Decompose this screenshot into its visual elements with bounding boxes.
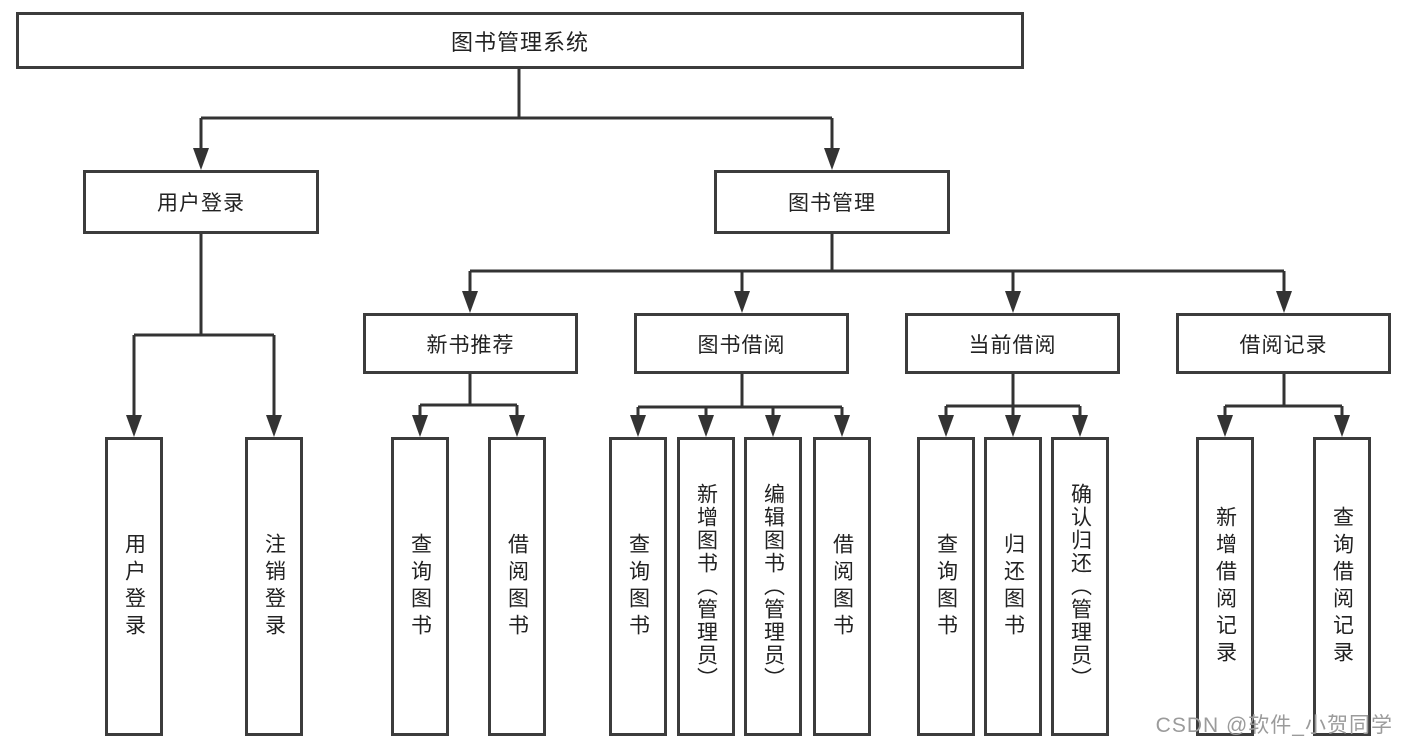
leaf-add-borrow-record: 新增借阅记录 (1196, 437, 1254, 736)
leaf-user-login: 用户登录 (105, 437, 163, 736)
arrowheads (126, 148, 1350, 437)
node-label: 查询图书 (408, 532, 432, 641)
node-label: 注销登录 (262, 532, 286, 641)
node-label: 借阅图书 (505, 532, 529, 641)
leaf-edit-book-admin: 编辑图书（管理员） (744, 437, 802, 736)
leaf-query-books-2: 查询图书 (609, 437, 667, 736)
node-label: 新增图书（管理员） (694, 483, 718, 690)
watermark: CSDN @软件_小贺同学 (1155, 714, 1393, 737)
node-label: 用户登录 (122, 532, 146, 641)
node-label: 查询借阅记录 (1330, 505, 1354, 668)
node-label: 图书管理 (788, 192, 876, 215)
leaf-confirm-return-admin: 确认归还（管理员） (1051, 437, 1109, 736)
node-label: 归还图书 (1001, 532, 1025, 641)
node-user-login: 用户登录 (83, 170, 319, 234)
node-book-borrow: 图书借阅 (634, 313, 849, 374)
node-label: 用户登录 (157, 192, 245, 215)
node-borrow-records: 借阅记录 (1176, 313, 1391, 374)
node-label: 查询图书 (934, 532, 958, 641)
node-label: 确认归还（管理员） (1068, 483, 1092, 690)
node-label: 查询图书 (626, 532, 650, 641)
node-label: 借阅记录 (1239, 333, 1328, 357)
leaf-query-borrow-record: 查询借阅记录 (1313, 437, 1371, 736)
node-library-management-system: 图书管理系统 (16, 12, 1024, 69)
leaf-query-books-3: 查询图书 (917, 437, 975, 736)
node-label: 当前借阅 (968, 333, 1057, 357)
node-label: 编辑图书（管理员） (761, 483, 785, 690)
node-label: 新增借阅记录 (1213, 505, 1237, 668)
leaf-query-books-1: 查询图书 (391, 437, 449, 736)
leaf-borrow-books-1: 借阅图书 (488, 437, 546, 736)
leaf-return-books: 归还图书 (984, 437, 1042, 736)
node-label: 图书借阅 (697, 333, 786, 357)
node-book-management: 图书管理 (714, 170, 950, 234)
node-label: 图书管理系统 (450, 29, 589, 55)
leaf-logout: 注销登录 (245, 437, 303, 736)
node-new-book-recommend: 新书推荐 (363, 313, 578, 374)
leaf-borrow-books-2: 借阅图书 (813, 437, 871, 736)
node-current-borrow: 当前借阅 (905, 313, 1120, 374)
leaf-add-book-admin: 新增图书（管理员） (677, 437, 735, 736)
node-label: 新书推荐 (426, 333, 515, 357)
node-label: 借阅图书 (830, 532, 854, 641)
